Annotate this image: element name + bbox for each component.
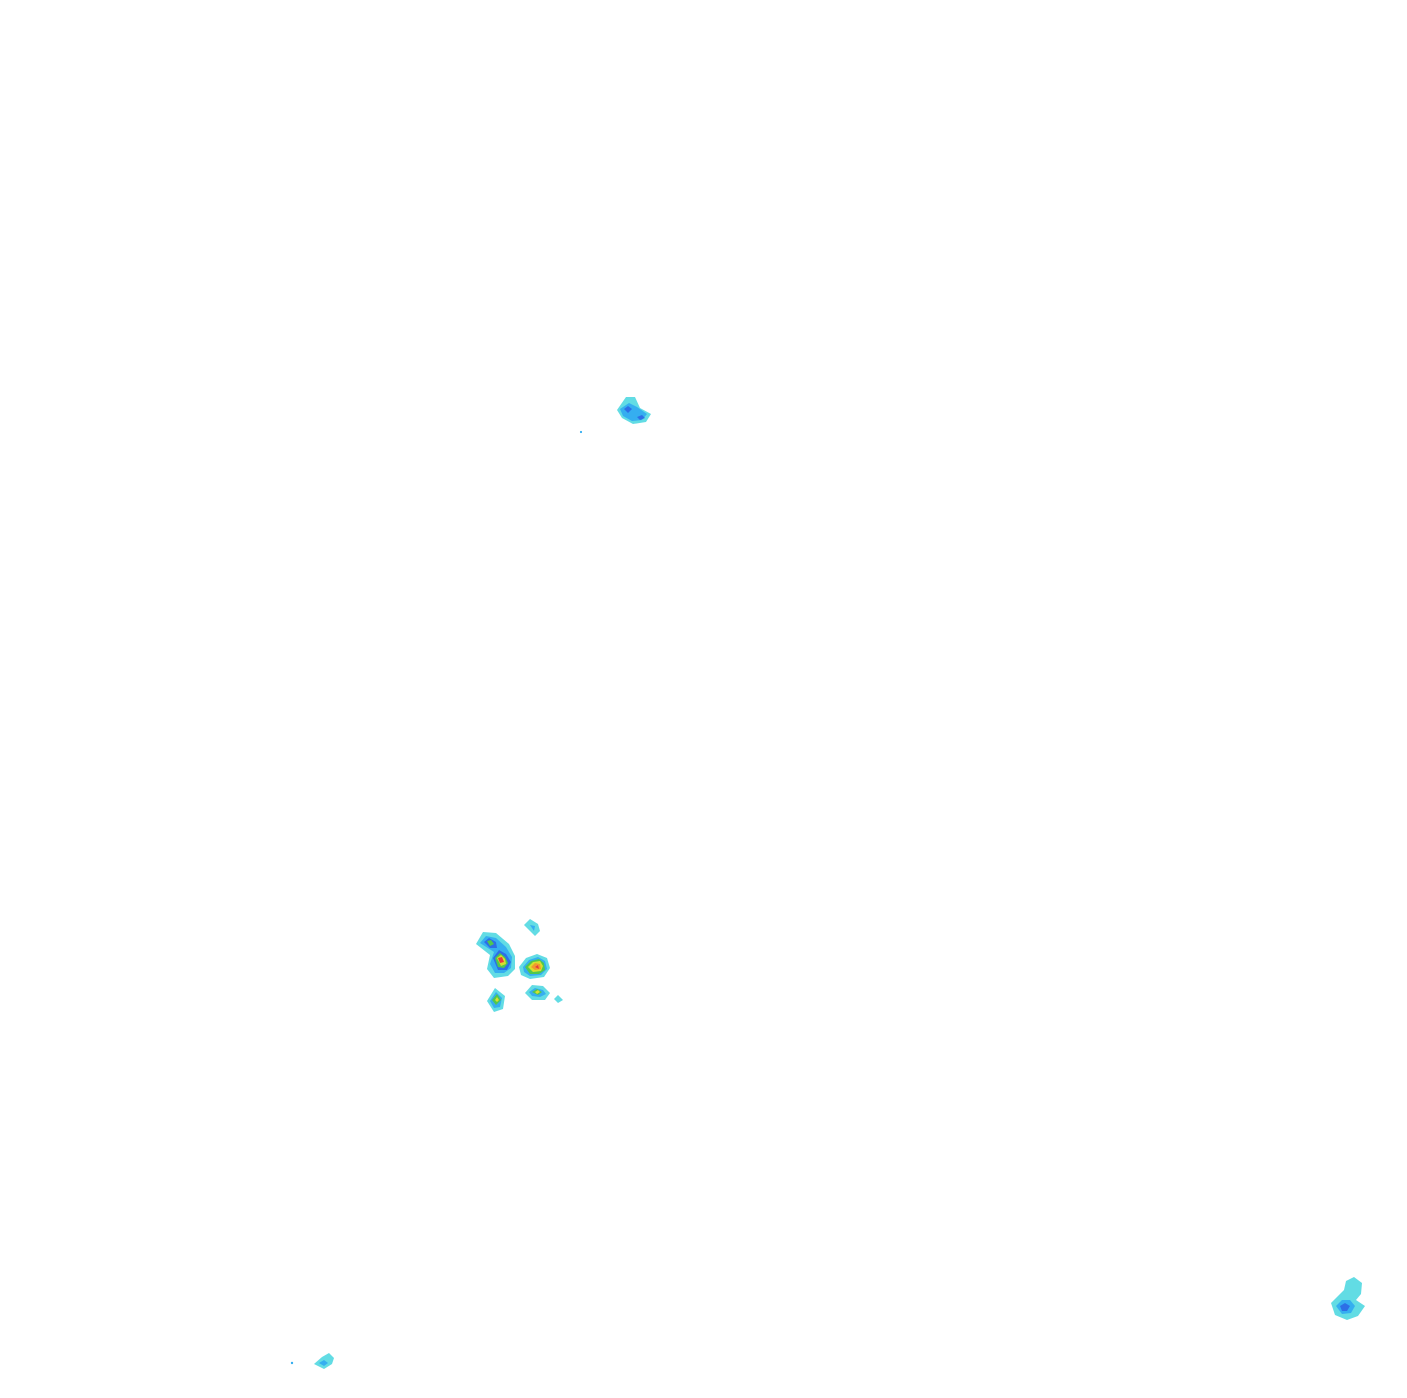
precip-cell-southwest[interactable]	[290, 1353, 334, 1369]
contour-level-7	[535, 965, 539, 969]
contour-level-7	[498, 957, 504, 963]
contour-level-3	[1340, 1303, 1350, 1311]
precip-cell-north[interactable]	[579, 397, 651, 434]
precip-cell-southeast[interactable]	[1331, 1277, 1365, 1320]
contour-level-3	[624, 406, 632, 413]
contour-level-2	[319, 1360, 328, 1366]
speck	[579, 430, 583, 434]
contour-level-2	[530, 925, 535, 931]
contour-level-4	[487, 940, 494, 946]
contour-level-1	[554, 995, 563, 1003]
contour-level-5	[495, 997, 499, 1002]
contour-level-5	[535, 990, 540, 994]
contour-level-1	[1331, 1277, 1365, 1320]
speck	[290, 1361, 294, 1365]
contour-level-3	[637, 415, 645, 420]
precip-cluster-central[interactable]	[476, 919, 563, 1012]
